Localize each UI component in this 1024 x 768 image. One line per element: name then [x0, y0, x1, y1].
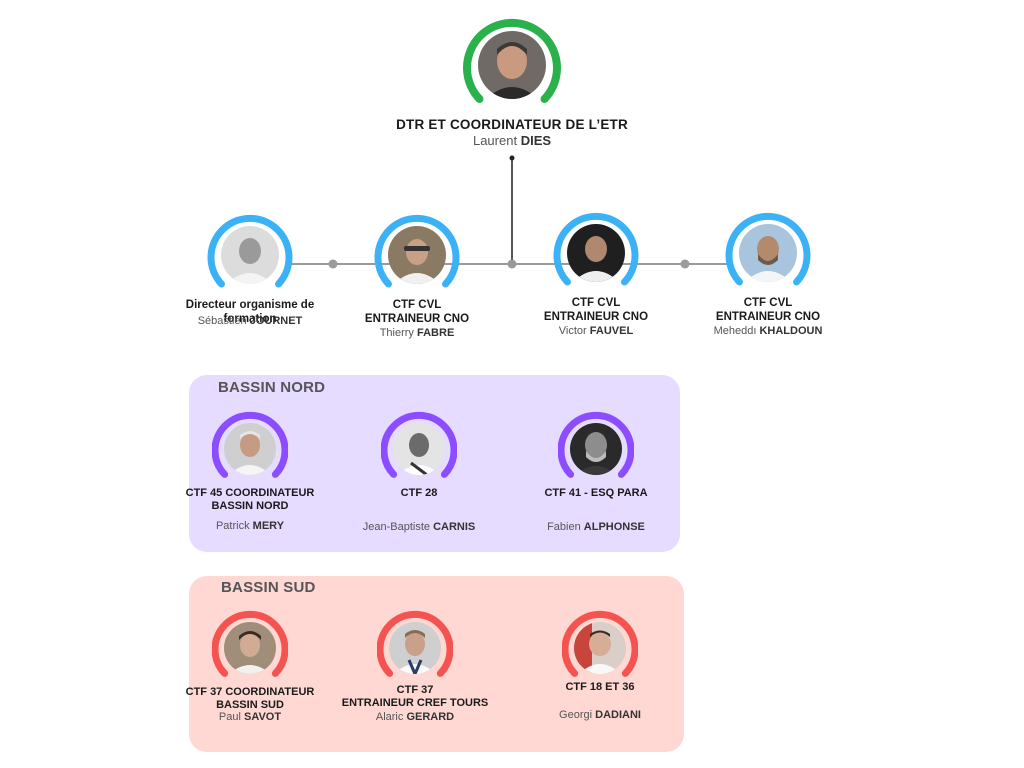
- avatar: [212, 610, 288, 686]
- ring-arc: [562, 610, 638, 677]
- connector-dot-3: [680, 259, 690, 269]
- role-label: DTR ET COORDINATEUR DE L’ETR: [396, 117, 628, 132]
- person-photo: [393, 423, 445, 475]
- avatar: [562, 610, 638, 686]
- avatar: [725, 210, 811, 296]
- org-node-nord-3: CTF 41 - ESQ PARA Fabien ALPHONSE: [516, 411, 676, 534]
- ring-arc: [558, 411, 634, 478]
- role-label: CTF 28: [400, 487, 438, 499]
- person-name: Fabien ALPHONSE: [547, 521, 645, 533]
- ring-arc: [212, 411, 288, 478]
- person-photo: [388, 226, 446, 284]
- avatar: [377, 610, 453, 686]
- ring-arc: [381, 411, 457, 478]
- avatar: [558, 411, 634, 487]
- avatar: [553, 210, 639, 296]
- person-photo: [224, 423, 276, 475]
- top-connector-dot: [509, 155, 515, 161]
- role-label: CTF 41 - ESQ PARA: [544, 487, 648, 499]
- person-photo: [389, 622, 441, 674]
- connector-dot-2: [507, 259, 517, 269]
- person-photo: [570, 423, 622, 475]
- avatar: [207, 212, 293, 298]
- avatar: [463, 16, 561, 114]
- basin-nord-title: BASSIN NORD: [218, 379, 326, 396]
- person-name: Thierry FABRE: [379, 327, 455, 339]
- person-name: Paul SAVOT: [218, 711, 282, 723]
- person-name: Jean-Baptiste CARNIS: [362, 521, 476, 533]
- person-photo: [224, 622, 276, 674]
- ring-arc: [374, 214, 460, 288]
- org-node-sud-3: CTF 18 ET 36 Georgi DADIANI: [520, 610, 680, 722]
- person-name: Victor FAUVEL: [558, 325, 634, 337]
- ring-arc: [553, 212, 639, 286]
- role-label: CTF 18 ET 36: [565, 681, 635, 693]
- person-photo: [574, 622, 626, 674]
- org-node-top: DTR ET COORDINATEUR DE L’ETR Laurent DIE…: [382, 16, 642, 149]
- ring-arc: [207, 214, 293, 288]
- top-connector-line: [511, 158, 513, 264]
- person-photo: [739, 224, 797, 282]
- basin-sud-title: BASSIN SUD: [221, 579, 316, 596]
- connector-dot-1: [328, 259, 338, 269]
- person-name: Georgi DADIANI: [559, 709, 641, 721]
- person-photo: [567, 224, 625, 282]
- avatar: [381, 411, 457, 487]
- person-name: Sébastien JOURNET: [197, 315, 303, 327]
- person-name: Laurent DIES: [472, 133, 552, 148]
- org-node-nord-2: CTF 28 Jean-Baptiste CARNIS: [334, 411, 504, 534]
- ring-arc: [725, 212, 811, 286]
- avatar: [212, 411, 288, 487]
- person-name: Alaric GERARD: [375, 711, 455, 723]
- person-photo: [221, 226, 279, 284]
- ring-arc: [463, 18, 561, 103]
- person-name: Patrick MERY: [215, 520, 285, 532]
- ring-arc: [212, 610, 288, 677]
- avatar: [374, 212, 460, 298]
- person-photo: [478, 31, 546, 99]
- person-name: Meheddı KHALDOUN: [713, 325, 823, 337]
- ring-arc: [377, 610, 453, 677]
